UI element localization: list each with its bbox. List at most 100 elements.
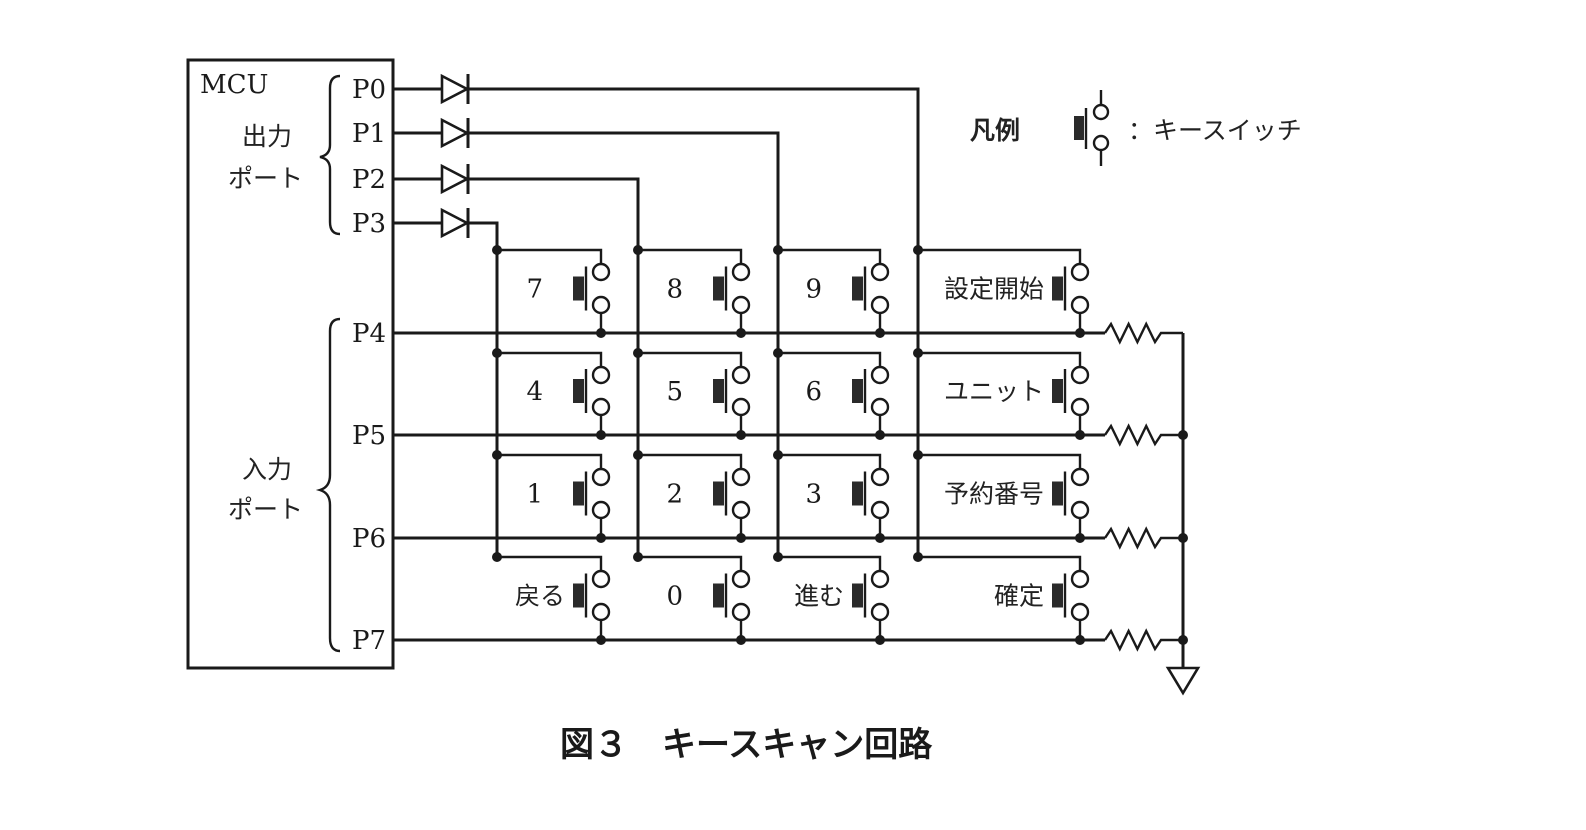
key-3-0: 戻る	[492, 552, 611, 645]
key-2-0: 1	[492, 450, 611, 543]
diode-p1	[440, 117, 470, 149]
mcu-label: MCU	[200, 70, 268, 100]
row-junction	[875, 533, 885, 543]
key-1-2: 6	[773, 348, 890, 440]
input-port-label-2: ポート	[228, 495, 303, 524]
switch-contact-top	[1070, 365, 1090, 385]
switch-button	[713, 276, 724, 301]
switch-contact-bottom	[1070, 397, 1090, 417]
switch-contact-bottom	[870, 500, 890, 520]
switch-contact-bottom	[731, 602, 751, 622]
key-label: 9	[805, 275, 822, 305]
legend-text: ：キースイッチ	[1128, 116, 1302, 145]
switch-contact-top	[591, 569, 611, 589]
row-junction	[875, 635, 885, 645]
mcu-box	[186, 58, 395, 670]
key-3-1: 0	[633, 552, 751, 645]
port-label-p6: P6	[352, 524, 386, 554]
key-2-3: 予約番号	[913, 450, 1090, 543]
switch-contact-top	[870, 569, 890, 589]
switch-lead-top	[778, 453, 882, 469]
switch-button	[573, 379, 584, 403]
pulldown-resistor-p5	[1104, 423, 1183, 447]
switch-lead-top	[638, 248, 743, 264]
row-junction	[736, 635, 746, 645]
figure-caption: 図３ キースキャン回路	[560, 725, 933, 765]
switch-contact-top	[731, 365, 751, 385]
switch-lead-top	[778, 248, 882, 264]
key-label: 進む	[794, 582, 844, 611]
key-label: 7	[526, 275, 543, 305]
ground-symbol-icon	[1165, 666, 1201, 696]
switch-contact-bottom	[1070, 295, 1090, 315]
switch-button	[1052, 583, 1063, 608]
switch-contact-top	[1070, 569, 1090, 589]
switch-contact-bottom	[731, 500, 751, 520]
output-port-brace	[319, 74, 341, 236]
row-junction	[596, 430, 606, 440]
key-label: ユニット	[944, 377, 1044, 406]
switch-contact-top	[870, 365, 890, 385]
row-junction	[596, 533, 606, 543]
diode-p2	[440, 163, 470, 195]
key-3-2: 進む	[773, 552, 890, 645]
pulldown-resistor-p6	[1104, 526, 1183, 550]
switch-button	[852, 276, 863, 301]
row-junction	[736, 533, 746, 543]
port-label-p4: P4	[352, 319, 386, 349]
switch-contact-top	[591, 262, 611, 282]
output-port-label-2: ポート	[228, 164, 303, 193]
switch-contact-bottom	[1070, 500, 1090, 520]
legend: 凡例 ：キースイッチ	[970, 90, 1302, 166]
switch-contact-bottom	[591, 397, 611, 417]
switch-lead-top	[497, 351, 603, 367]
key-label: 予約番号	[944, 480, 1044, 509]
switch-lead-top	[918, 555, 1082, 571]
switch-contact-top	[591, 467, 611, 487]
input-port-brace	[315, 317, 341, 653]
switch-lead-top	[497, 248, 603, 264]
key-0-3: 設定開始	[913, 245, 1090, 338]
port-label-p0: P0	[352, 75, 386, 105]
switch-lead-top	[638, 555, 743, 571]
switch-contact-top	[731, 467, 751, 487]
switch-button	[573, 481, 584, 506]
pulldown-resistor-p4	[1104, 321, 1183, 345]
switch-contact-bottom	[731, 295, 751, 315]
switch-button	[713, 379, 724, 403]
switch-button	[573, 276, 584, 301]
key-label: 3	[805, 480, 822, 510]
key-0-1: 8	[633, 245, 751, 338]
column-wire-p0	[468, 87, 920, 250]
row-junction	[875, 328, 885, 338]
switch-contact-bottom	[591, 500, 611, 520]
switch-lead-top	[778, 351, 882, 367]
key-1-3: ユニット	[913, 348, 1090, 440]
switch-contact-bottom	[1070, 602, 1090, 622]
switch-lead-top	[497, 555, 603, 571]
row-junction	[736, 328, 746, 338]
key-2-2: 3	[773, 450, 890, 543]
switch-button	[1052, 481, 1063, 506]
port-label-p1: P1	[352, 119, 386, 149]
key-label: 2	[666, 480, 683, 510]
switch-button	[1052, 276, 1063, 301]
column-wire-p3	[468, 221, 499, 250]
key-1-0: 4	[492, 348, 611, 440]
row-junction	[1075, 328, 1085, 338]
switch-contact-top	[1070, 467, 1090, 487]
switch-lead-top	[918, 248, 1082, 264]
key-label: 1	[526, 480, 543, 510]
row-junction	[736, 430, 746, 440]
key-0-2: 9	[773, 245, 890, 338]
key-0-0: 7	[492, 245, 611, 338]
row-junction	[1075, 533, 1085, 543]
switch-lead-top	[918, 351, 1082, 367]
switch-lead-top	[918, 453, 1082, 469]
switch-contact-bottom	[591, 602, 611, 622]
port-label-p7: P7	[352, 626, 386, 656]
switch-button	[713, 481, 724, 506]
row-junction	[1075, 430, 1085, 440]
switch-contact-bottom	[731, 397, 751, 417]
switch-contact-top	[870, 262, 890, 282]
